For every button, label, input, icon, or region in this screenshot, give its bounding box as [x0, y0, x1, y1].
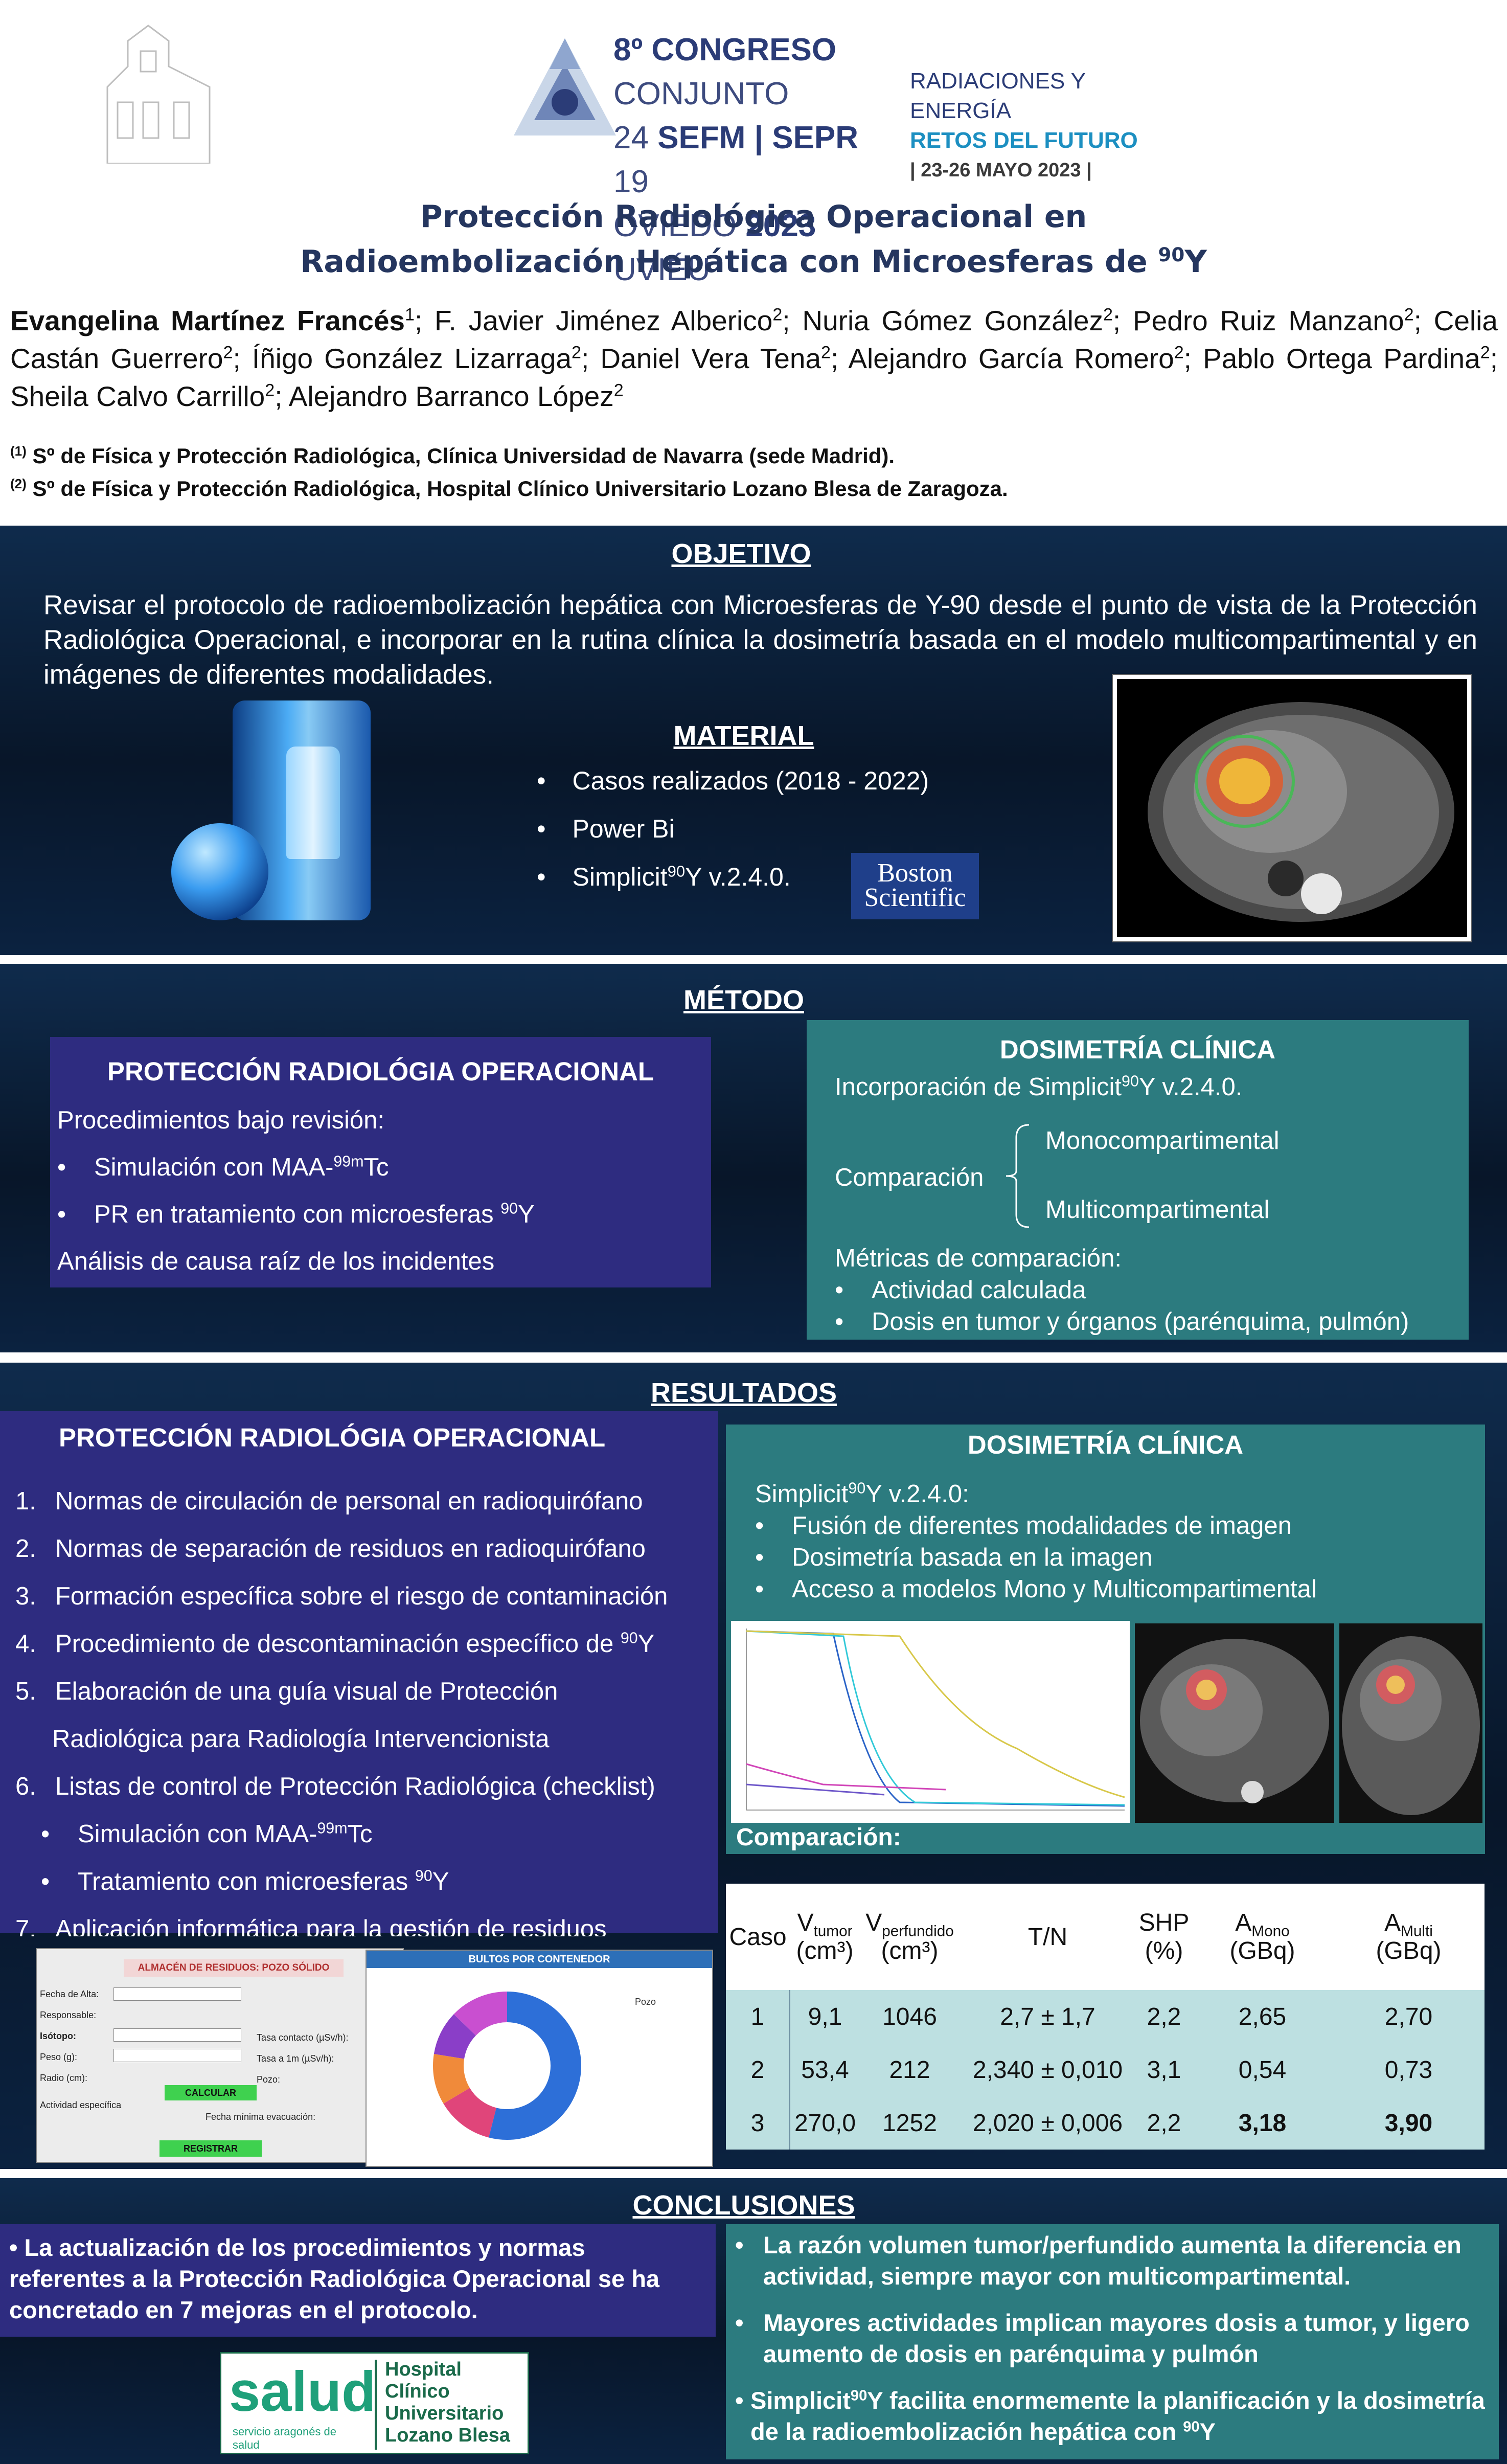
oviedo-building-illustration [106, 25, 211, 164]
resultados-heading: RESULTADOS [651, 1377, 837, 1408]
boston-scientific-logo: Boston Scientific [851, 853, 979, 919]
resultados-proteccion-box: PROTECCIÓN RADIOLÓGIA OPERACIONAL 1.Norm… [0, 1411, 718, 1936]
table-header-shp: SHP(%) [1136, 1884, 1192, 1990]
dose-volume-histogram [731, 1621, 1130, 1823]
liver-ct-fusion-image-2 [1339, 1623, 1482, 1823]
table-header-amono: AMono(GBq) [1192, 1884, 1333, 1990]
objetivo-heading: OBJETIVO [671, 538, 811, 569]
objetivo-text: Revisar el protocolo de radioembolizació… [43, 590, 1477, 690]
congress-radiation-logo-icon [514, 38, 616, 135]
affiliation-1: (1) Sº de Física y Protección Radiológic… [10, 443, 895, 468]
poster-title: Protección Radiológica Operacional en Ra… [300, 199, 1207, 280]
material-item: Casos realizados (2018 - 2022) [537, 757, 997, 805]
congress-tagline: RADIACIONES Y ENERGÍA RETOS DEL FUTURO |… [910, 69, 1138, 181]
comparison-table: Caso Vtumor(cm³) Vperfundido(cm³) T/N SH… [726, 1884, 1485, 2150]
calcular-button[interactable]: CALCULAR [165, 2085, 257, 2100]
waste-donut-chart: BULTOS POR CONTENEDOR Pozo [366, 1950, 713, 2167]
metodo-dosimetria-box: DOSIMETRÍA CLÍNICA Incorporación de Simp… [807, 1020, 1469, 1340]
table-header-amulti: AMulti(GBq) [1333, 1884, 1485, 1990]
registrar-button[interactable]: REGISTRAR [159, 2140, 262, 2157]
waste-form-screenshot: ALMACÉN DE RESIDUOS: POZO SÓLIDO Fecha d… [36, 1948, 404, 2163]
conclusiones-left-box: • La actualización de los procedimientos… [0, 2224, 716, 2337]
conclusiones-heading: CONCLUSIONES [632, 2190, 855, 2221]
congress-title: 8º CONGRESO CONJUNTO 24 SEFM | SEPR 19 O… [613, 32, 859, 287]
donut-graphic [433, 1992, 581, 2140]
brace-icon [1006, 1124, 1030, 1228]
table-header-vtumor: Vtumor(cm³) [790, 1884, 860, 1990]
material-heading: MATERIAL [673, 720, 814, 751]
material-item: Simplicit90Y v.2.4.0. [537, 853, 997, 901]
hospital-salud-logo: salud servicio aragonés de salud Hospita… [220, 2352, 529, 2454]
sphere-icon [171, 823, 268, 920]
first-author: Evangelina Martínez Francés [10, 305, 405, 336]
ct-dosimetry-image [1117, 679, 1467, 937]
material-item: Power Bi [537, 805, 997, 853]
table-header-vperfundido: Vperfundido(cm³) [860, 1884, 960, 1990]
table-header-row: Caso Vtumor(cm³) Vperfundido(cm³) T/N SH… [726, 1884, 1485, 1990]
affiliations: (1) Sº de Física y Protección Radiológic… [10, 440, 1493, 505]
comparison-label: Comparación [835, 1164, 984, 1191]
author-list: Evangelina Martínez Francés1; F. Javier … [10, 305, 1498, 412]
vial-bottle-icon [286, 747, 340, 859]
resultados-right-title: DOSIMETRÍA CLÍNICA [967, 1430, 1244, 1459]
metodo-left-title: PROTECCIÓN RADIOLÓGIA OPERACIONAL [107, 1057, 654, 1086]
congress-header: 8º CONGRESO CONJUNTO 24 SEFM | SEPR 19 O… [0, 0, 1507, 287]
metodo-right-title: DOSIMETRÍA CLÍNICA [999, 1035, 1276, 1064]
metodo-proteccion-box: PROTECCIÓN RADIOLÓGIA OPERACIONAL Proced… [50, 1037, 711, 1287]
comparison-heading: Comparación: [736, 1824, 901, 1851]
liver-ct-fusion-image-1 [1135, 1623, 1334, 1823]
resultados-left-title: PROTECCIÓN RADIOLÓGIA OPERACIONAL [59, 1423, 606, 1452]
table-header-caso: Caso [726, 1884, 790, 1990]
table-header-tn: T/N [960, 1884, 1136, 1990]
metodo-heading: MÉTODO [683, 985, 804, 1015]
conclusiones-right-box: •La razón volumen tumor/perfundido aumen… [726, 2224, 1499, 2459]
material-list: Casos realizados (2018 - 2022) Power Bi … [537, 757, 997, 901]
affiliation-2: (2) Sº de Física y Protección Radiológic… [10, 476, 1008, 501]
